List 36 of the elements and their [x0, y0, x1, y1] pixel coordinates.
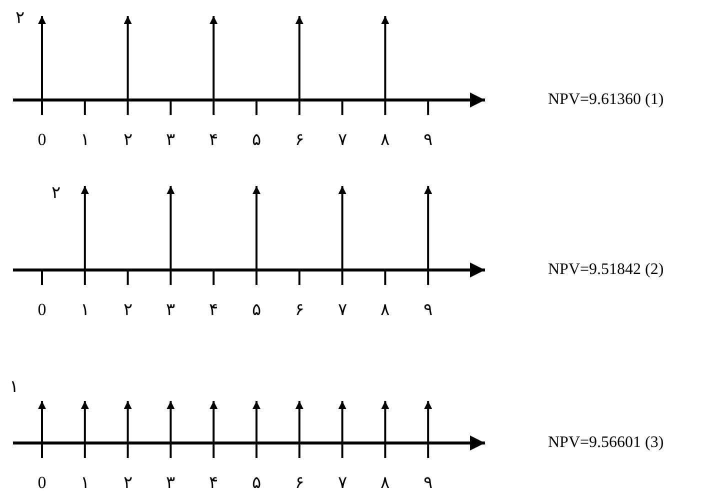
tick-label: ۲: [123, 300, 132, 320]
tick-label: ۵: [252, 300, 261, 320]
tick-label: ۴: [209, 300, 218, 320]
tick-label: ۸: [380, 300, 390, 320]
tick-label: 0: [38, 300, 46, 320]
tick-label: ۶: [294, 300, 304, 320]
tick-label: ۷: [338, 130, 347, 150]
tick-label: ۲: [123, 473, 132, 491]
tick-label: ۱: [80, 473, 90, 491]
tick-label: ۸: [380, 473, 390, 491]
tick-label: ۶: [294, 473, 304, 491]
tick-label: ۲: [123, 130, 132, 150]
cash-flow-value: ۲: [16, 8, 24, 28]
cash-flow-value: ۱: [10, 377, 18, 397]
tick-label: ۳: [166, 300, 176, 320]
tick-label: ۹: [424, 300, 433, 320]
tick-label: ۶: [294, 130, 304, 150]
tick-label: ۱: [80, 300, 90, 320]
tick-label: ۹: [424, 473, 433, 491]
npv-value: NPV=9.51842 (2): [548, 260, 664, 280]
tick-label: ۳: [166, 130, 176, 150]
tick-label: ۷: [338, 300, 347, 320]
tick-label: ۹: [424, 130, 433, 150]
npv-value: NPV=9.61360 (1): [548, 90, 664, 110]
tick-label: ۸: [380, 130, 390, 150]
tick-label: ۴: [209, 473, 218, 491]
tick-label: ۵: [252, 130, 261, 150]
tick-label: 0: [38, 130, 46, 150]
tick-label: ۱: [80, 130, 90, 150]
tick-label: ۳: [166, 473, 176, 491]
tick-label: ۵: [252, 473, 261, 491]
tick-label: ۴: [209, 130, 218, 150]
npv-value: NPV=9.56601 (3): [548, 433, 664, 453]
tick-label: 0: [38, 473, 46, 491]
tick-label: ۷: [338, 473, 347, 491]
cash-flow-value: ۲: [52, 183, 60, 203]
